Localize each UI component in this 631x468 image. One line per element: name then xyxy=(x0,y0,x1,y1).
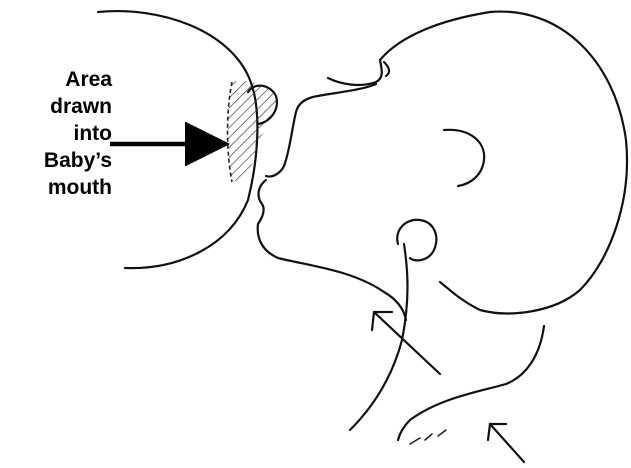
baby-jaw xyxy=(278,258,406,320)
swallow-arrow-lower xyxy=(490,424,524,462)
baby-neck-back xyxy=(398,326,544,440)
baby-neck-front xyxy=(350,244,408,430)
baby-ear xyxy=(444,130,484,186)
baby-head-outline xyxy=(380,12,627,314)
baby-lower-lip xyxy=(258,180,278,258)
baby-eye xyxy=(384,62,389,76)
baby-brow xyxy=(328,60,382,85)
baby-nose xyxy=(296,84,376,112)
swallow-arrow-upper xyxy=(374,312,440,374)
clavicle-scribble xyxy=(410,430,446,444)
areola-hatched-area xyxy=(228,81,277,182)
baby-throat-loop xyxy=(397,220,436,261)
